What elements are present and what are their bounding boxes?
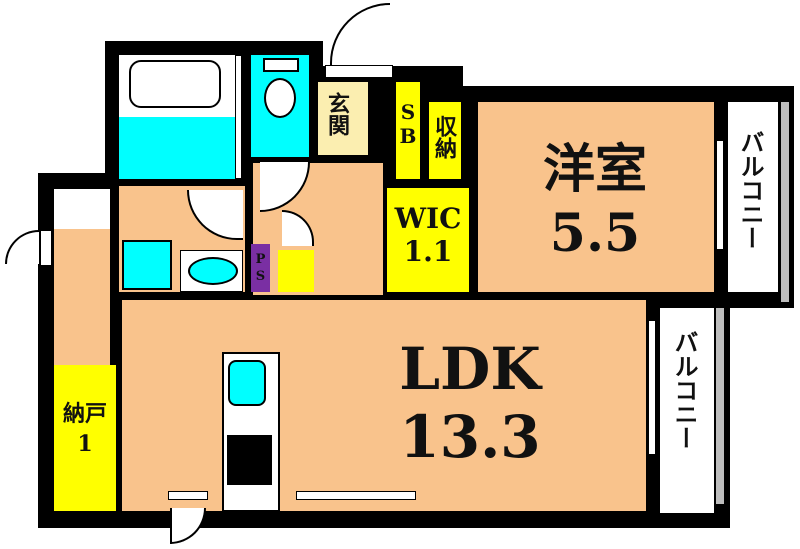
storage-closet <box>54 365 116 511</box>
balcony-upper-label: バルコニー <box>736 130 765 250</box>
pipe-space <box>251 244 270 292</box>
bedroom-window <box>716 140 724 250</box>
pipe-space-label: PS <box>255 252 266 284</box>
balcony-upper-rail <box>781 102 789 302</box>
western-room-size: 5.5 <box>549 203 641 264</box>
bathtub <box>129 60 221 108</box>
toilet-bowl <box>264 78 296 118</box>
storage-closet-label: 納戸 <box>62 401 107 427</box>
balcony-lower <box>660 308 714 513</box>
balcony-lower-rail <box>716 308 724 504</box>
balcony-lower-label: バルコニー <box>670 330 699 450</box>
shoe-box <box>396 82 420 179</box>
kitchen-door-swing <box>170 508 206 544</box>
kitchen-sink <box>228 360 266 406</box>
small-closet <box>278 250 314 292</box>
bathroom-floor <box>119 117 235 179</box>
west-door-swing <box>5 230 39 264</box>
entrance-label: 玄関 <box>324 92 350 136</box>
washing-machine <box>122 240 172 290</box>
kitchen-door-frame <box>168 491 208 500</box>
toilet-tank <box>263 58 299 72</box>
western-room-label: 洋室 <box>542 139 647 200</box>
ldk-label: LDK <box>399 335 541 403</box>
wic-label: WIC <box>394 202 462 235</box>
washbasin <box>188 257 238 285</box>
stove <box>227 435 272 485</box>
wall-west-side <box>38 173 54 528</box>
entrance-door-frame <box>325 65 393 78</box>
storage <box>429 102 461 179</box>
ldk-floor <box>122 300 646 511</box>
balcony-upper <box>728 102 778 292</box>
wic <box>387 188 469 292</box>
west-closet-top <box>54 189 110 229</box>
storage-label: 収納 <box>431 115 457 159</box>
shoe-box-label: SB <box>399 100 417 148</box>
entrance-floor <box>318 82 368 155</box>
entrance-door-swing <box>330 3 390 65</box>
western-room-floor <box>478 102 714 292</box>
storage-closet-size: 1 <box>77 431 93 457</box>
west-window <box>40 230 52 266</box>
bathroom-divider <box>235 55 242 179</box>
ldk-size: 13.3 <box>399 403 541 471</box>
ldk-window <box>648 320 656 455</box>
wic-size: 1.1 <box>403 235 453 268</box>
ldk-bottom-window <box>296 491 416 500</box>
